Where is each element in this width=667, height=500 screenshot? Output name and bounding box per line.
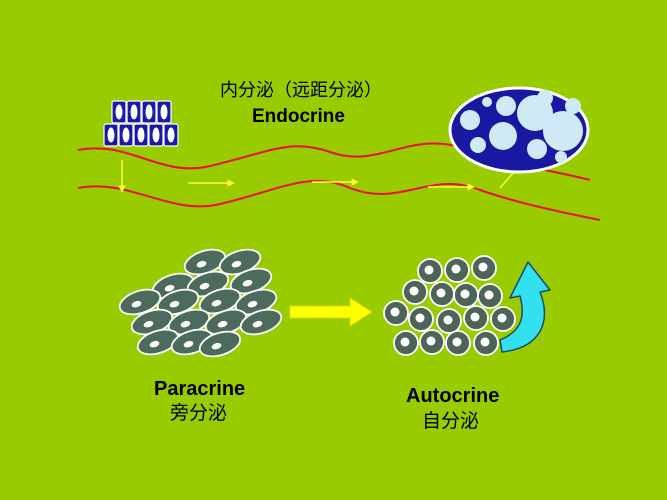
cell-nucleus bbox=[480, 337, 490, 347]
cell-nucleus bbox=[217, 320, 228, 328]
cell-nucleus bbox=[164, 284, 175, 292]
cell-nucleus bbox=[130, 104, 138, 120]
cell-nucleus bbox=[211, 342, 222, 350]
secretory-cell bbox=[126, 100, 142, 124]
cell-nucleus bbox=[242, 279, 253, 287]
autocrine-cell bbox=[383, 300, 409, 326]
cell-nucleus bbox=[231, 260, 242, 268]
autocrine-cell bbox=[419, 329, 445, 355]
autocrine-cell bbox=[393, 330, 419, 356]
autocrine-cell bbox=[445, 330, 471, 356]
autocrine-cell bbox=[490, 306, 516, 332]
cell-nucleus bbox=[167, 127, 175, 143]
paracrine-cell bbox=[136, 328, 180, 356]
autocrine-cell-cluster bbox=[383, 255, 516, 356]
cell-nucleus bbox=[145, 104, 153, 120]
paracrine-title-cn: 旁分泌 bbox=[170, 402, 228, 424]
endocrine-title-cn: 内分泌（远距分泌） bbox=[220, 80, 382, 101]
cell-nucleus bbox=[137, 127, 145, 143]
autocrine-cell bbox=[444, 257, 470, 283]
secretory-cell bbox=[163, 123, 179, 147]
autocrine-cell bbox=[417, 258, 443, 284]
cell-nucleus bbox=[426, 336, 436, 346]
cell-nucleus bbox=[497, 313, 507, 323]
secretory-cell bbox=[148, 123, 164, 147]
paracrine-cell bbox=[239, 308, 283, 336]
vesicle bbox=[460, 110, 480, 130]
endocrine-title-en: Endocrine bbox=[252, 106, 345, 127]
vesicle bbox=[565, 98, 581, 114]
cell-nucleus bbox=[160, 104, 168, 120]
autocrine-cell bbox=[402, 279, 428, 305]
cell-nucleus bbox=[107, 127, 115, 143]
paracrine-title-en: Paracrine bbox=[154, 378, 246, 400]
secretory-cell bbox=[103, 123, 119, 147]
cell-nucleus bbox=[131, 300, 142, 308]
autocrine-cycle-arrow bbox=[499, 261, 551, 353]
cell-nucleus bbox=[169, 300, 180, 308]
autocrine-cell bbox=[463, 305, 489, 331]
transfer-arrow bbox=[289, 297, 373, 327]
cell-nucleus bbox=[115, 104, 123, 120]
cell-nucleus bbox=[196, 260, 207, 268]
autocrine-cell bbox=[471, 255, 497, 281]
autocrine-cell bbox=[473, 330, 499, 356]
cell-nucleus bbox=[409, 286, 419, 296]
target-organ bbox=[448, 86, 590, 174]
vesicle bbox=[555, 151, 567, 163]
cell-nucleus bbox=[400, 337, 410, 347]
cell-nucleus bbox=[247, 300, 258, 308]
target-vesicle-group bbox=[460, 90, 583, 163]
autocrine-title-en: Autocrine bbox=[406, 385, 500, 407]
secretory-cell bbox=[118, 123, 134, 147]
autocrine-cell bbox=[477, 283, 503, 309]
cell-nucleus bbox=[451, 264, 461, 274]
secretory-cell bbox=[141, 100, 157, 124]
cell-nucleus bbox=[211, 299, 222, 307]
paracrine-cell bbox=[229, 267, 273, 295]
secretory-cell-group bbox=[103, 100, 179, 147]
cell-nucleus bbox=[152, 127, 160, 143]
cell-nucleus bbox=[183, 340, 194, 348]
secretory-cell bbox=[111, 100, 127, 124]
vesicle bbox=[537, 90, 553, 106]
vesicle bbox=[543, 111, 583, 151]
autocrine-title-cn: 自分泌 bbox=[422, 410, 480, 432]
cell-nucleus bbox=[122, 127, 130, 143]
cell-nucleus bbox=[478, 262, 488, 272]
cell-nucleus bbox=[484, 290, 494, 300]
vessel-wall-bottom bbox=[77, 179, 601, 221]
cell-nucleus bbox=[390, 307, 400, 317]
autocrine-cell bbox=[453, 282, 479, 308]
paracrine-cell-cluster bbox=[118, 248, 283, 358]
secretory-cell bbox=[133, 123, 149, 147]
vesicle bbox=[470, 137, 486, 153]
cell-nucleus bbox=[180, 320, 191, 328]
autocrine-cell bbox=[436, 308, 462, 334]
cell-nucleus bbox=[199, 282, 210, 290]
cell-nucleus bbox=[470, 312, 480, 322]
cell-nucleus bbox=[452, 337, 462, 347]
cell-nucleus bbox=[143, 320, 154, 328]
paracrine-cell bbox=[198, 330, 242, 358]
vesicle bbox=[489, 122, 517, 150]
vesicle bbox=[527, 139, 547, 159]
paracrine-cell bbox=[156, 288, 200, 316]
cell-nucleus bbox=[443, 315, 453, 325]
cell-nucleus bbox=[149, 340, 160, 348]
cell-nucleus bbox=[460, 289, 470, 299]
cell-nucleus bbox=[436, 288, 446, 298]
autocrine-cell bbox=[429, 281, 455, 307]
cell-nucleus bbox=[424, 265, 434, 275]
vesicle bbox=[496, 96, 516, 116]
cell-nucleus bbox=[252, 320, 263, 328]
paracrine-cell bbox=[167, 308, 211, 336]
paracrine-cell bbox=[118, 288, 162, 316]
secretory-cell bbox=[156, 100, 172, 124]
autocrine-cell bbox=[408, 306, 434, 332]
vesicle bbox=[482, 97, 492, 107]
cell-nucleus bbox=[415, 313, 425, 323]
